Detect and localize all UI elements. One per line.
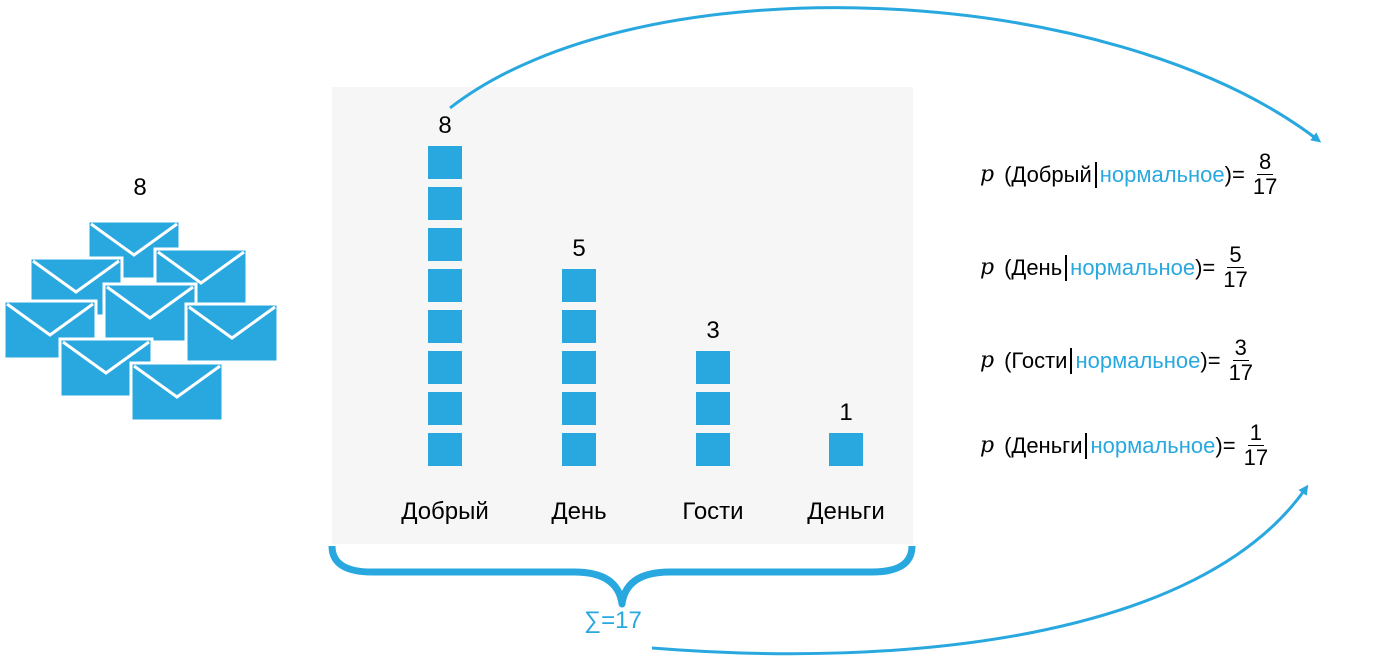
given-bar bbox=[1070, 347, 1073, 374]
word-label: День bbox=[551, 498, 607, 525]
sum-brace bbox=[328, 545, 916, 608]
fraction-denominator: 17 bbox=[1228, 360, 1254, 385]
count-square bbox=[428, 310, 462, 343]
count-square bbox=[696, 351, 730, 384]
sum-value: =17 bbox=[601, 607, 642, 634]
fraction-denominator: 17 bbox=[1223, 267, 1248, 292]
formula-equals: )= bbox=[1215, 432, 1236, 458]
probability-symbol: p bbox=[980, 255, 995, 280]
envelope-count-label: 8 bbox=[133, 174, 147, 201]
count-square bbox=[428, 269, 462, 302]
count-square bbox=[428, 146, 462, 179]
fraction-denominator: 17 bbox=[1252, 174, 1278, 199]
fraction-numerator: 1 bbox=[1247, 420, 1264, 446]
fraction-numerator: 5 bbox=[1227, 242, 1244, 268]
bottom-arrow bbox=[651, 484, 1309, 656]
count-square bbox=[562, 269, 596, 302]
count-square bbox=[696, 433, 730, 466]
count-square bbox=[428, 187, 462, 220]
word-count-label: 5 bbox=[572, 235, 586, 262]
given-bar bbox=[1085, 432, 1088, 459]
probability-symbol: p bbox=[980, 433, 995, 458]
fraction-denominator: 17 bbox=[1243, 445, 1269, 470]
count-square bbox=[428, 433, 462, 466]
formula-condition: нормальное bbox=[1090, 432, 1216, 458]
word-count-label: 8 bbox=[438, 112, 452, 139]
word-label: Гости bbox=[682, 498, 744, 525]
sigma-icon: ∑ bbox=[584, 607, 602, 634]
count-square bbox=[829, 433, 863, 466]
count-square bbox=[428, 351, 462, 384]
formula-condition: нормальное bbox=[1070, 254, 1196, 280]
probability-symbol: p bbox=[980, 348, 995, 373]
count-square bbox=[562, 351, 596, 384]
count-square bbox=[428, 228, 462, 261]
formula-equals: )= bbox=[1200, 347, 1221, 373]
word-count-label: 1 bbox=[839, 399, 853, 426]
count-square bbox=[562, 392, 596, 425]
formula-condition: нормальное bbox=[1075, 347, 1201, 373]
top-arrow bbox=[449, 6, 1322, 143]
formula-word: (Гости bbox=[1004, 347, 1068, 373]
given-bar bbox=[1065, 254, 1068, 281]
formula-equals: )= bbox=[1224, 161, 1245, 187]
formula-condition: нормальное bbox=[1099, 161, 1225, 187]
formula-equals: )= bbox=[1195, 254, 1216, 280]
word-count-label: 3 bbox=[706, 317, 720, 344]
count-square bbox=[428, 392, 462, 425]
formula-word: (День bbox=[1004, 254, 1063, 280]
given-bar bbox=[1094, 161, 1097, 188]
word-label: Добрый bbox=[401, 498, 489, 525]
sum-label: ∑=17 bbox=[584, 607, 642, 635]
count-square bbox=[562, 433, 596, 466]
word-label: Деньги bbox=[807, 498, 885, 525]
fraction-numerator: 8 bbox=[1256, 149, 1274, 175]
count-square bbox=[562, 310, 596, 343]
formula-word: (Деньги bbox=[1004, 432, 1083, 458]
envelope-stack-icon bbox=[2, 219, 280, 423]
fraction-numerator: 3 bbox=[1232, 335, 1249, 361]
count-square bbox=[696, 392, 730, 425]
formula-word: (Добрый bbox=[1004, 161, 1092, 187]
probability-symbol: p bbox=[980, 162, 995, 187]
